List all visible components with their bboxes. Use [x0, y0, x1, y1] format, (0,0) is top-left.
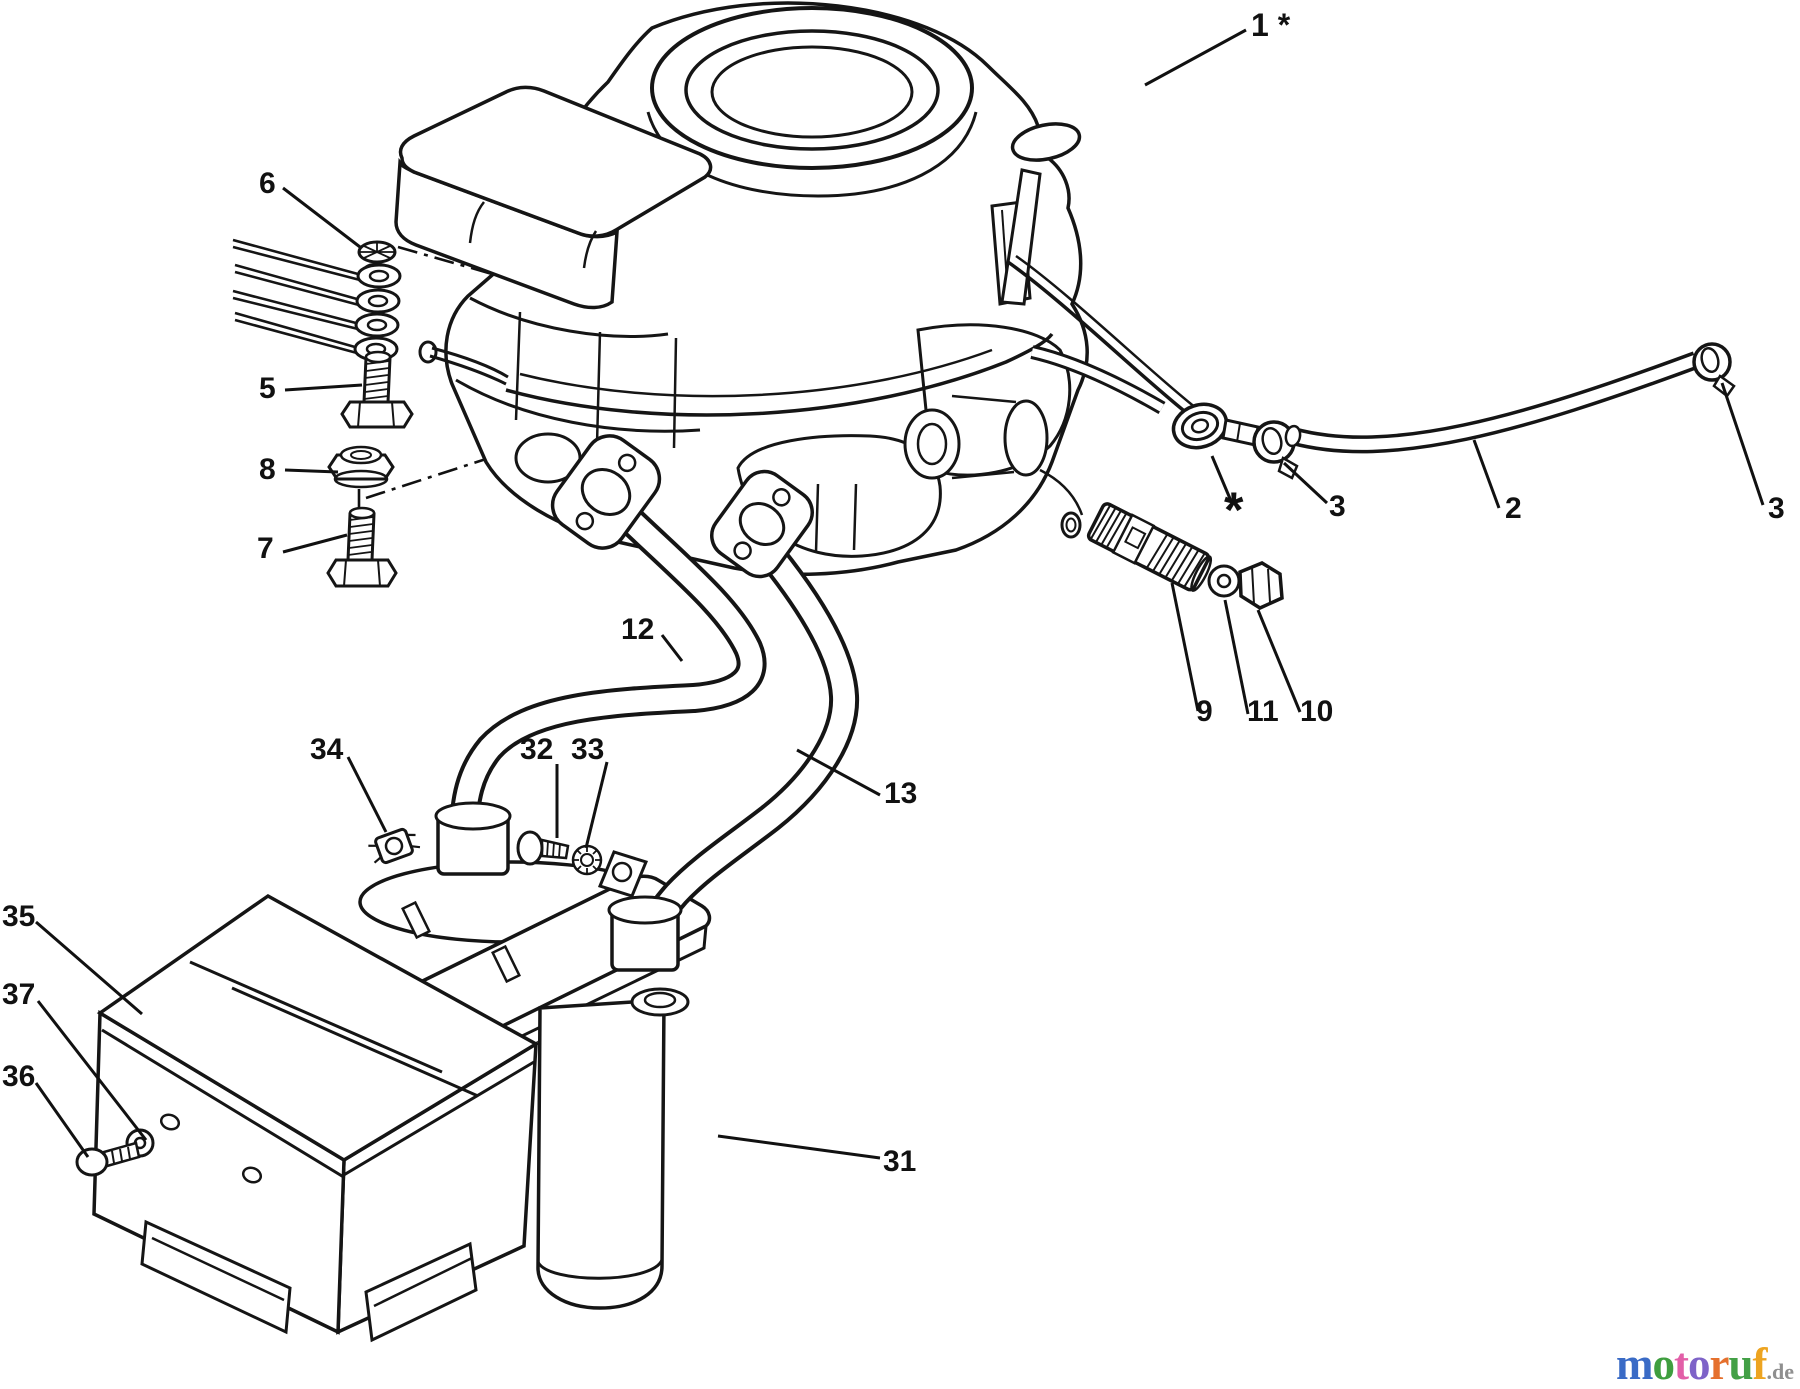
- wiring-harness: [418, 254, 1197, 417]
- leader-line-7: [282, 533, 348, 554]
- motoruf-watermark: motoruf.de: [1616, 1342, 1794, 1387]
- part-label-6: 6: [259, 167, 276, 200]
- part-label-8: 8: [259, 453, 276, 486]
- part-label-star: *: [1224, 482, 1244, 538]
- leader-line-13: [796, 748, 881, 797]
- drain-valve-assembly: [1086, 502, 1284, 610]
- bracket-bolt-32: [516, 830, 570, 866]
- part-label-2: 2: [1505, 492, 1522, 525]
- part-label-10: 10: [1300, 695, 1333, 728]
- heat-shield: [92, 893, 540, 1343]
- part-label-1: 1 *: [1251, 7, 1291, 43]
- part-label-3a: 3: [1329, 490, 1346, 523]
- leader-line-6: [282, 186, 361, 249]
- muffler-inlet-sleeves: [434, 801, 683, 972]
- leader-line-35: [35, 920, 143, 1016]
- spark-plug: [903, 408, 961, 480]
- fuel-outlet-grommet: [1171, 402, 1229, 450]
- hose-clamp-left: [1252, 420, 1299, 480]
- part-label-12: 12: [621, 613, 654, 646]
- leader-line-34: [346, 756, 388, 833]
- logo-letter: u: [1728, 1339, 1753, 1389]
- leader-line-12: [660, 634, 684, 662]
- choke-lever: [990, 122, 1082, 306]
- logo-suffix: .de: [1766, 1359, 1795, 1384]
- part-label-37: 37: [2, 978, 35, 1011]
- air-cleaner-cover: [394, 85, 713, 310]
- bolt-5: [340, 350, 414, 429]
- terminal-stack: [232, 238, 414, 588]
- leader-line-1: [1144, 28, 1247, 87]
- part-label-32: 32: [520, 733, 553, 766]
- leader-line-36: [34, 1082, 90, 1158]
- part-label-11: 11: [1247, 695, 1279, 728]
- logo-letter: r: [1709, 1339, 1729, 1389]
- leader-line-2: [1472, 439, 1501, 509]
- leader-line-11: [1223, 599, 1250, 715]
- leader-line-9: [1170, 582, 1200, 712]
- muffler-body: [536, 998, 666, 1310]
- bolt-7: [326, 506, 398, 588]
- leader-line-8: [284, 468, 339, 474]
- engine-assembly: [394, 1, 1197, 576]
- logo-letter: f: [1752, 1339, 1768, 1389]
- leader-line-37: [36, 1000, 148, 1141]
- leader-line-star: [1210, 455, 1233, 502]
- logo-letter: m: [1615, 1339, 1653, 1389]
- nut-8: [327, 445, 395, 489]
- exhaust-pipe-12: [449, 501, 767, 837]
- leader-line-10: [1256, 609, 1302, 713]
- drain-cap: [1238, 561, 1284, 610]
- exhaust-flange-right: [710, 469, 814, 579]
- logo-letter: o: [1687, 1339, 1710, 1389]
- exhaust-pipe-13: [637, 546, 860, 938]
- leader-line-3b: [1720, 382, 1765, 506]
- fuel-hose: [1290, 351, 1700, 454]
- logo-letter: t: [1673, 1339, 1689, 1389]
- muffler-clamp-34: [368, 827, 421, 865]
- part-label-3b: 3: [1768, 492, 1785, 525]
- part-label-33: 33: [571, 733, 604, 766]
- fuel-line-assembly: [1030, 342, 1736, 480]
- part-label-34: 34: [310, 733, 344, 766]
- leader-line-5: [284, 383, 363, 392]
- shield-bolt-36: [75, 1141, 141, 1177]
- drain-washer: [1207, 564, 1241, 598]
- part-label-5: 5: [259, 372, 276, 405]
- star-washer-33: [571, 844, 603, 876]
- logo-letter: o: [1652, 1339, 1674, 1389]
- leader-line-33: [584, 761, 609, 849]
- part-label-36: 36: [2, 1060, 35, 1093]
- leader-line-3a: [1282, 461, 1329, 505]
- part-label-7: 7: [257, 532, 274, 565]
- part-label-9: 9: [1196, 695, 1213, 728]
- part-label-35: 35: [2, 900, 35, 933]
- hose-clamp-right: [1692, 342, 1736, 398]
- part-label-31: 31: [883, 1145, 916, 1178]
- part-label-13: 13: [884, 777, 917, 810]
- exhaust-flange-left: [550, 434, 662, 550]
- leader-line-31: [717, 1134, 881, 1160]
